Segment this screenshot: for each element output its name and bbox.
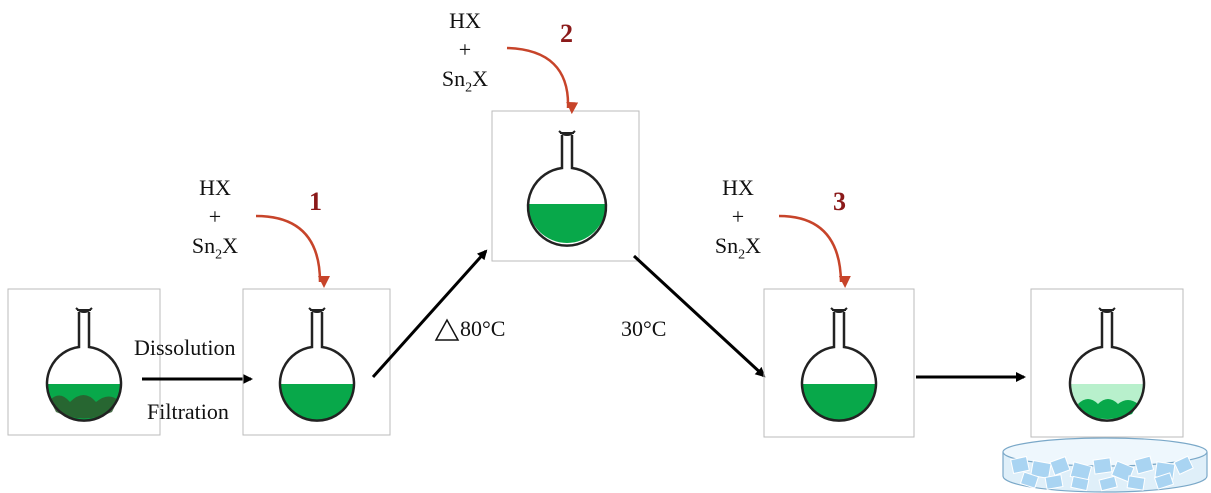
reagent-2-line3: Sn2X [420,64,510,102]
ice-bath-dish [1002,437,1208,493]
flask-1-glass [45,307,123,422]
label-heat-temperature: 80°C [460,316,506,341]
label-cool-temperature: 30°C [621,316,667,341]
reagent-3-sn: Sn [714,233,739,258]
reagent-2-line1: HX [449,8,481,33]
reagent-1-line2: + [208,204,222,229]
flask-2-liquid [280,384,354,421]
flask-box-2 [242,288,391,436]
reagent-3-line3: Sn2X [693,231,783,269]
label-filtration: Filtration [147,399,229,424]
flask-box-5 [1030,288,1184,438]
reagent-1-line1: HX [199,175,231,200]
flask-box-4 [763,288,915,438]
reagent-label-2: HX + Sn2X [420,6,510,102]
step-number-1: 1 [309,187,322,216]
reagent-1-x: X [222,233,239,258]
reagent-3-sub: 2 [738,247,746,263]
arrow-cool [632,254,766,378]
reagent-3-x: X [745,233,762,258]
heat-triangle-icon [434,318,460,341]
flask-3-liquid [528,204,606,243]
reagent-2-line2: + [458,37,472,62]
reagent-arrow-3 [778,214,851,288]
reagent-1-line3: Sn2X [170,231,260,269]
flask-box-3 [491,110,640,262]
flask-4-liquid [802,384,876,421]
flask-3-glass [526,130,608,247]
reagent-2-sn: Sn [441,66,466,91]
flask-2-glass [278,307,356,422]
ice-cubes [1010,455,1194,492]
reagent-arrow-2 [506,46,579,115]
flask-box-1 [7,288,161,436]
reagent-label-1: HX + Sn2X [170,173,260,269]
reagent-3-line1: HX [722,175,754,200]
flask-5-glass [1068,307,1146,422]
reagent-1-sub: 2 [215,247,223,263]
step-number-3: 3 [833,187,846,216]
reagent-1-sn: Sn [191,233,216,258]
flask-4-glass [800,307,878,422]
arrow-heat [371,249,488,379]
reagent-2-sub: 2 [465,80,473,96]
reagent-2-x: X [472,66,489,91]
reagent-arrow-1 [255,214,330,288]
reagent-label-3: HX + Sn2X [693,173,783,269]
label-dissolution: Dissolution [134,335,236,360]
flask-1-liquid [47,384,121,421]
flask-5-liquid [1070,384,1144,421]
step-number-2: 2 [560,19,573,48]
reagent-3-line2: + [731,204,745,229]
